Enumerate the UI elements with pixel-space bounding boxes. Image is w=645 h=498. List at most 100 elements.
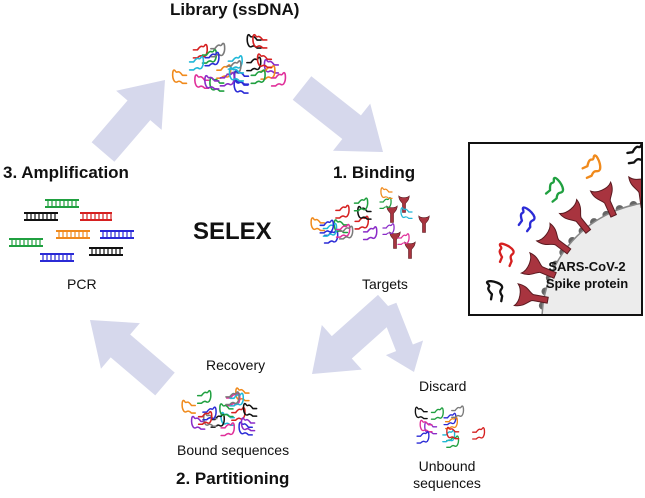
pcr-fragments bbox=[9, 199, 134, 262]
spike-protein-icon bbox=[535, 222, 572, 255]
aptamer-icon bbox=[322, 222, 338, 237]
surface-knob-icon bbox=[538, 316, 546, 324]
selex-center-title: SELEX bbox=[193, 218, 272, 245]
aptamer-icon bbox=[210, 413, 225, 428]
aptamer-icon bbox=[181, 399, 197, 414]
bound-aptamer-icon bbox=[397, 233, 410, 246]
pcr-dsdna-icon bbox=[100, 230, 134, 239]
cycle-arrow-partitioning-to-amplification bbox=[90, 320, 175, 396]
pcr-dsdna-icon bbox=[45, 199, 79, 208]
aptamer-icon bbox=[171, 69, 188, 85]
bound-sequences-label: Bound sequences bbox=[177, 442, 290, 458]
virus-body-icon bbox=[541, 202, 641, 314]
virus-label-line-2: Spike protein bbox=[545, 276, 629, 291]
aptamer-icon bbox=[197, 411, 213, 426]
aptamer-icon bbox=[219, 403, 234, 418]
bound-aptamer-icon bbox=[379, 197, 392, 210]
virus-inset bbox=[468, 142, 643, 324]
cycle-arrow-library-to-binding bbox=[292, 76, 383, 152]
unbound-line-1: Unbound bbox=[418, 458, 476, 474]
virus-label: SARS-CoV-2 Spike protein bbox=[538, 258, 636, 292]
pcr-dsdna-icon bbox=[24, 212, 58, 221]
aptamer-icon bbox=[442, 429, 456, 443]
aptamer-icon bbox=[430, 407, 444, 420]
target-spike-icon bbox=[404, 241, 416, 259]
aptamer-icon bbox=[219, 71, 235, 87]
unbound-sequences-label: Unbound sequences bbox=[408, 458, 486, 492]
spike-bound-aptamer-icon bbox=[581, 154, 602, 180]
aptamer-icon bbox=[220, 422, 235, 437]
cycle-arrow-binding-to-partitioning bbox=[312, 294, 399, 374]
bound-aptamer-icon bbox=[382, 223, 395, 236]
targets-label: Targets bbox=[362, 276, 408, 292]
aptamer-icon bbox=[362, 226, 378, 241]
pcr-dsdna-icon bbox=[56, 230, 90, 239]
aptamer-icon bbox=[252, 34, 268, 49]
aptamer-icon bbox=[310, 217, 326, 232]
amplification-title: 3. Amplification bbox=[3, 163, 129, 182]
spike-protein-icon bbox=[589, 180, 618, 218]
aptamer-icon bbox=[227, 55, 243, 70]
pcr-dsdna-icon bbox=[9, 238, 43, 247]
bound-aptamer-icon bbox=[380, 187, 393, 200]
aptamer-icon bbox=[196, 389, 212, 405]
aptamer-icon bbox=[231, 406, 246, 421]
aptamer-icon bbox=[357, 205, 372, 220]
aptamer-icon bbox=[250, 69, 266, 85]
aptamer-icon bbox=[419, 419, 433, 433]
aptamer-icon bbox=[353, 197, 369, 212]
aptamer-icon bbox=[202, 406, 217, 421]
aptamer-icon bbox=[225, 391, 240, 406]
discard-label: Discard bbox=[419, 378, 467, 394]
aptamer-icon bbox=[190, 415, 206, 430]
aptamer-icon bbox=[204, 74, 220, 90]
pcr-label: PCR bbox=[67, 276, 97, 292]
aptamer-icon bbox=[323, 229, 339, 244]
spike-bound-aptamer-icon bbox=[544, 176, 565, 203]
spike-protein-icon bbox=[558, 198, 592, 234]
aptamer-icon bbox=[242, 402, 258, 417]
spike-protein-icon bbox=[520, 251, 557, 279]
pcr-dsdna-icon bbox=[80, 212, 112, 221]
aptamer-icon bbox=[416, 431, 430, 444]
target-spike-icon bbox=[398, 195, 410, 213]
aptamer-icon bbox=[319, 219, 335, 234]
spike-protein-icon bbox=[513, 283, 549, 307]
bound-aptamer-icon bbox=[400, 207, 413, 220]
aptamer-icon bbox=[194, 74, 210, 90]
cycle-arrows bbox=[90, 76, 424, 396]
unbound-aptamer-cluster bbox=[414, 405, 486, 448]
aptamer-icon bbox=[202, 412, 218, 428]
aptamer-icon bbox=[451, 405, 465, 418]
aptamer-icon bbox=[414, 406, 428, 420]
aptamer-icon bbox=[228, 66, 245, 82]
aptamer-icon bbox=[256, 53, 273, 69]
aptamer-icon bbox=[188, 55, 205, 71]
aptamer-icon bbox=[192, 43, 209, 59]
partitioning-title: 2. Partitioning bbox=[176, 469, 290, 488]
pcr-dsdna-icon bbox=[89, 247, 123, 256]
aptamer-icon bbox=[338, 225, 354, 240]
spike-protein-icon bbox=[628, 172, 641, 209]
target-spike-icon bbox=[418, 215, 430, 233]
aptamer-icon bbox=[246, 56, 262, 72]
cycle-arrow-amplification-to-library bbox=[91, 80, 165, 162]
aptamer-icon bbox=[229, 392, 245, 407]
recovery-label: Recovery bbox=[206, 357, 266, 373]
spike-bound-aptamer-icon bbox=[485, 280, 504, 303]
binding-title: 1. Binding bbox=[333, 163, 416, 182]
spike-bound-aptamer-icon bbox=[517, 206, 536, 233]
aptamer-icon bbox=[235, 387, 250, 402]
target-spike-icon bbox=[386, 205, 398, 223]
inset-content bbox=[485, 144, 641, 324]
bound-aptamer-cluster bbox=[181, 387, 258, 437]
pcr-dsdna-icon bbox=[40, 253, 74, 262]
aptamer-icon bbox=[443, 412, 457, 426]
aptamer-icon bbox=[263, 59, 280, 74]
aptamer-icon bbox=[240, 417, 256, 432]
aptamer-icon bbox=[444, 416, 459, 430]
aptamer-icon bbox=[204, 51, 220, 67]
spike-bound-aptamer-icon bbox=[498, 242, 515, 268]
